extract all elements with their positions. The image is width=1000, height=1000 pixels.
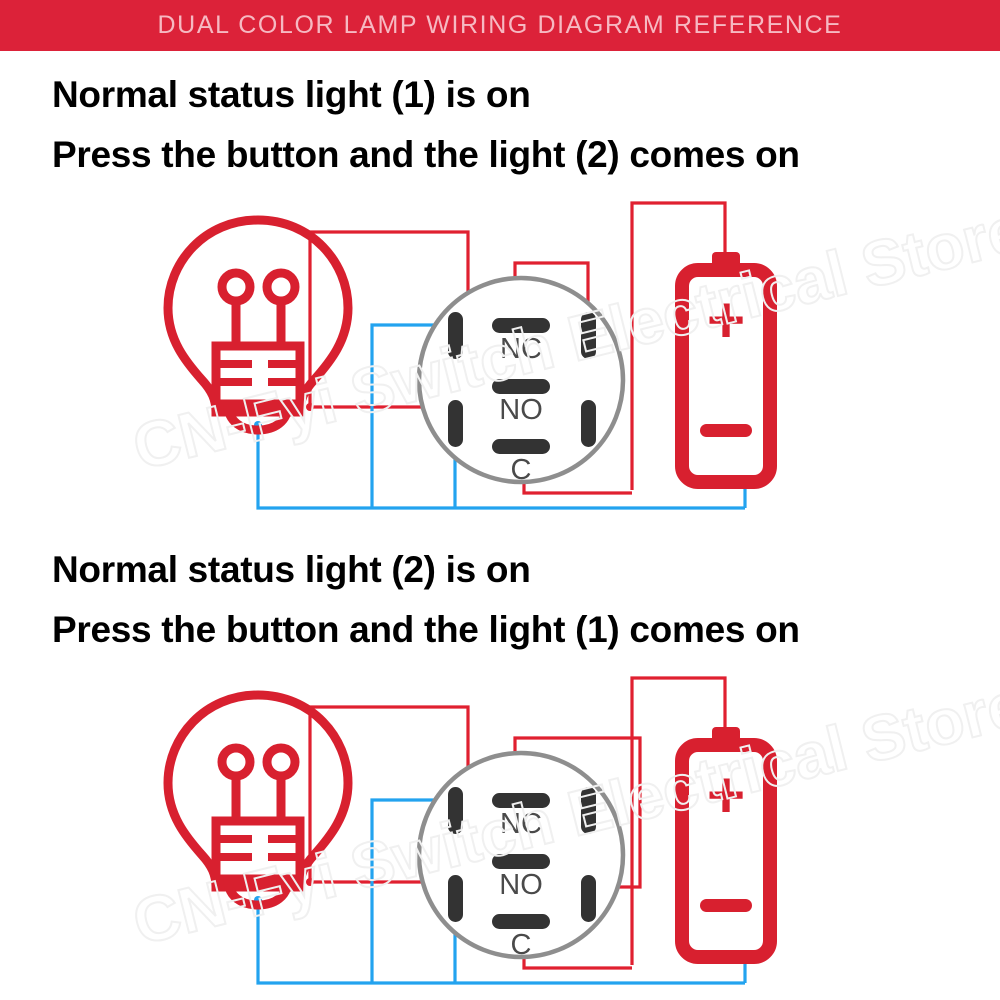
header-banner: DUAL COLOR LAMP WIRING DIAGRAM REFERENCE <box>0 0 1000 51</box>
terminal-no-block <box>492 379 550 394</box>
lamp-icon-2 <box>163 690 353 910</box>
lamp-filament-right-loop <box>262 743 300 781</box>
terminal-nc-block <box>492 318 550 333</box>
blue-wire-lamp-bottom <box>256 900 745 985</box>
battery-minus-label <box>700 899 752 912</box>
blue-wire-lamp-bottom <box>256 425 745 510</box>
lamp-base-body <box>211 341 305 409</box>
pin-upper-left <box>448 312 463 359</box>
terminal-nc-block <box>492 793 550 808</box>
pin-lower-right <box>581 400 596 447</box>
battery-minus-label <box>700 424 752 437</box>
lamp-filament-left-loop <box>217 268 255 306</box>
terminal-c-label: C <box>511 929 532 961</box>
lamp-filament-right-loop <box>262 268 300 306</box>
terminal-nc-label: NC <box>500 333 542 365</box>
dot-lamp-base <box>306 403 314 411</box>
section-2-heading-line-2: Press the button and the light (1) comes… <box>52 609 800 650</box>
switch-led-pins-2 <box>448 787 596 922</box>
pin-lower-left <box>448 400 463 447</box>
terminal-c-block <box>492 914 550 929</box>
pin-upper-right <box>581 312 596 359</box>
page-title: DUAL COLOR LAMP WIRING DIAGRAM REFERENCE <box>157 11 843 39</box>
lamp-base-tip <box>223 874 293 910</box>
battery-plus-label: + <box>707 757 746 831</box>
terminal-c-label: C <box>511 454 532 486</box>
lamp-filament-left-loop <box>217 743 255 781</box>
battery-plus-label: + <box>707 282 746 356</box>
switch-terminals-2: NC NO C <box>492 793 550 961</box>
terminal-c-block <box>492 439 550 454</box>
red-wire-lamp-to-nc <box>308 705 470 884</box>
pin-lower-left <box>448 875 463 922</box>
red-wire-battery-plus <box>630 676 727 965</box>
blue-wire-pin-upper-left <box>370 323 455 508</box>
section-2-heading-line-1: Normal status light (2) is on <box>52 549 531 590</box>
section-1-heading-line-1: Normal status light (1) is on <box>52 74 531 115</box>
terminal-no-block <box>492 854 550 869</box>
pin-upper-left <box>448 787 463 834</box>
battery-icon-2: + <box>675 727 777 964</box>
red-wire-battery-plus <box>630 201 727 490</box>
lamp-base-tip <box>223 399 293 435</box>
lamp-bulb-outline <box>163 215 353 417</box>
lamp-base-body <box>211 816 305 884</box>
battery-body <box>675 738 777 964</box>
wiring-diagram-2: NC NO C + <box>0 665 1000 995</box>
lamp-icon-1 <box>163 215 353 435</box>
switch-led-pins-1 <box>448 312 596 447</box>
terminal-no-label: NO <box>499 869 543 901</box>
lamp-bulb-outline <box>163 690 353 892</box>
blue-wire-pin-upper-left <box>370 798 455 983</box>
terminal-no-label: NO <box>499 394 543 426</box>
dot-lamp-base <box>306 878 314 886</box>
pin-upper-right <box>581 787 596 834</box>
red-wire-lamp-to-nc <box>308 230 470 409</box>
pin-lower-right <box>581 875 596 922</box>
terminal-nc-label: NC <box>500 808 542 840</box>
section-1-heading-line-2: Press the button and the light (2) comes… <box>52 134 800 175</box>
battery-body <box>675 263 777 489</box>
wiring-diagram-1: NC NO C + <box>0 190 1000 520</box>
battery-icon-1: + <box>675 252 777 489</box>
switch-terminals-1: NC NO C <box>492 318 550 486</box>
